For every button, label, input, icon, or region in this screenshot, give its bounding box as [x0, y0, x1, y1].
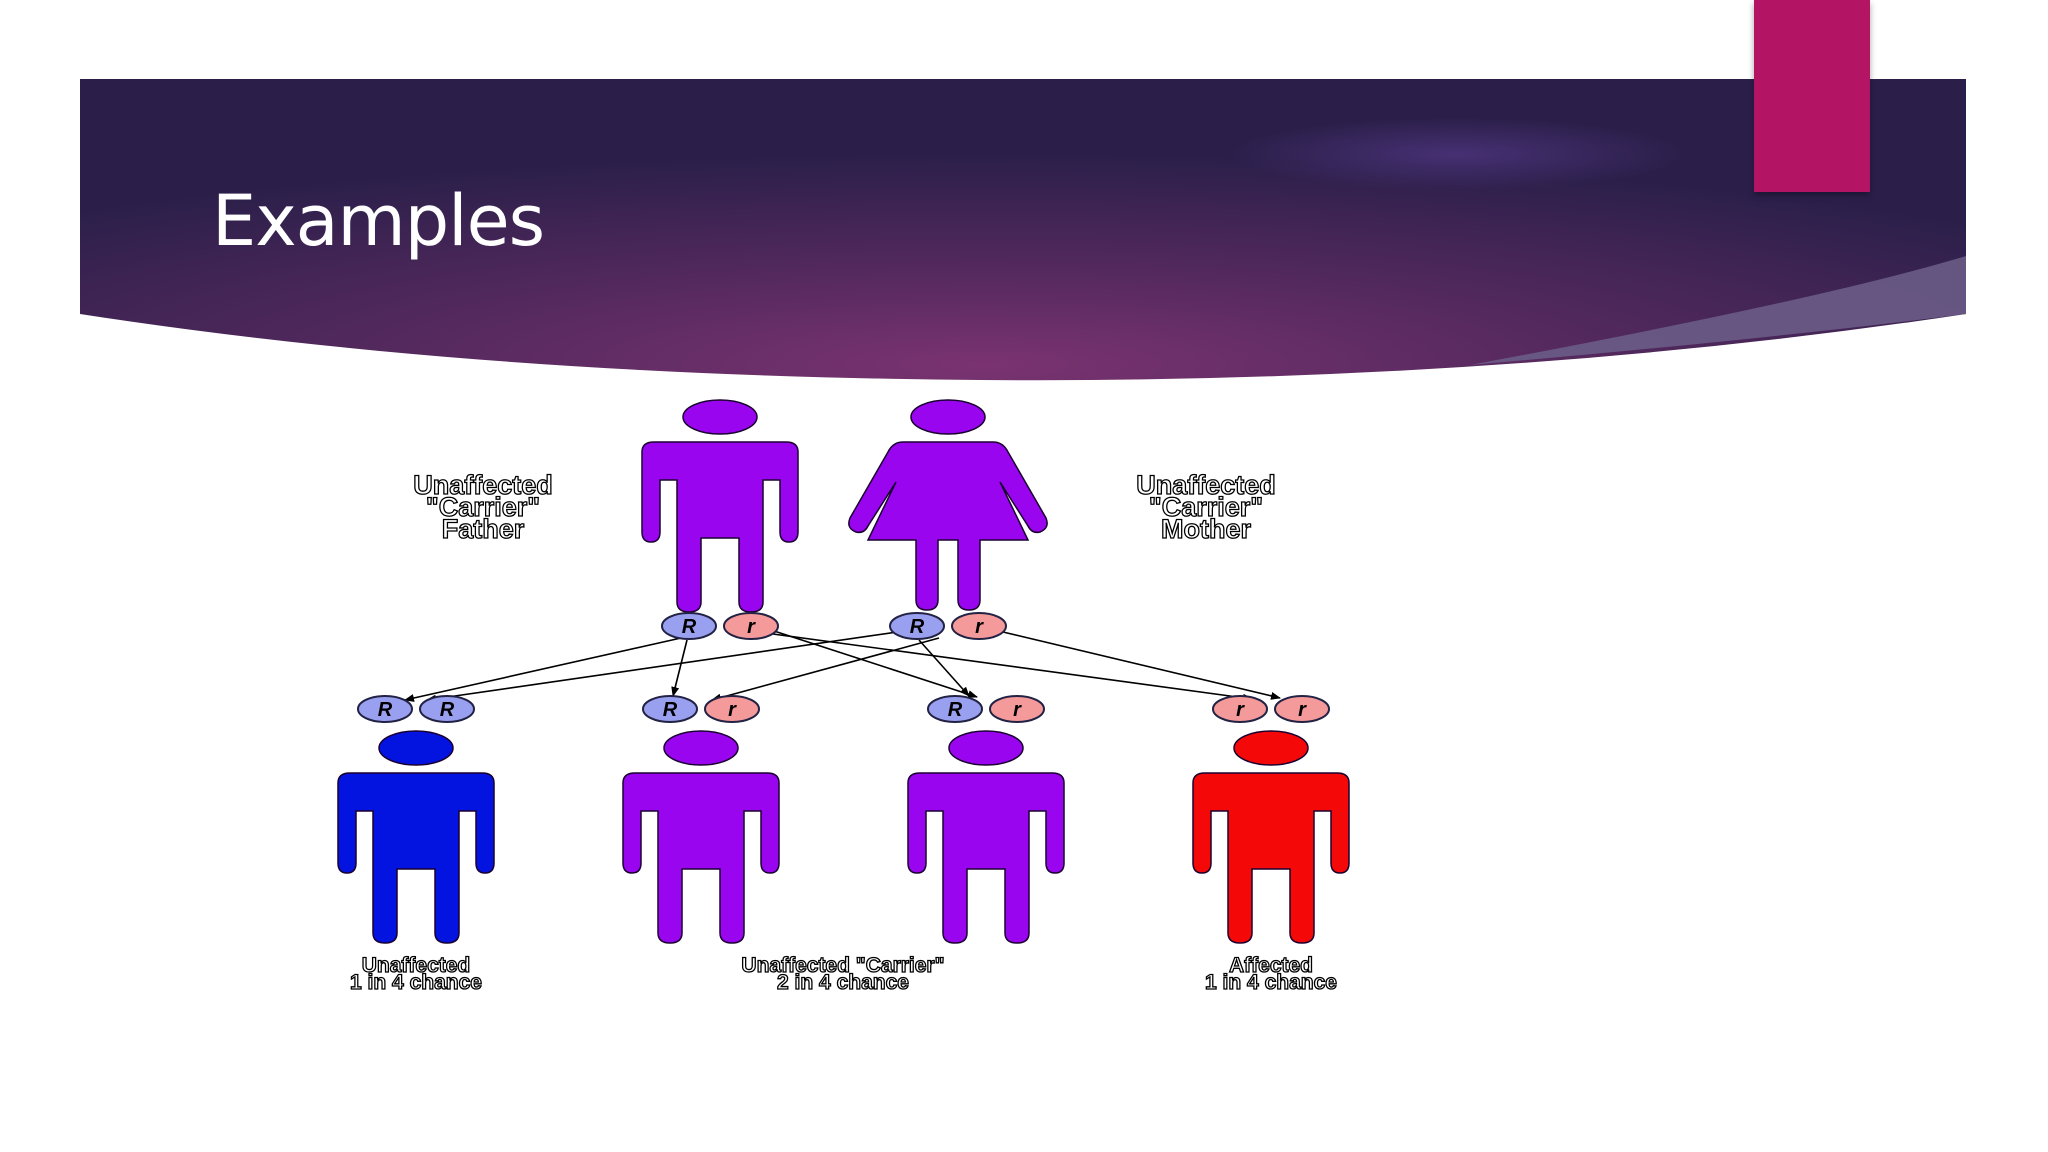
outcome-label-affected-line: 1 in 4 chance — [1205, 971, 1337, 994]
outcome-label-unaffected-line: 1 in 4 chance — [350, 971, 482, 994]
outcome-label-affected-line: Affected — [1229, 954, 1313, 977]
outcome-label-carrier-line: Unaffected "Carrier" — [741, 954, 944, 977]
outcome-label-carrier: Unaffected "Carrier"2 in 4 chance — [741, 953, 945, 994]
mother-figure — [848, 399, 1048, 611]
mother-label: Unaffected"Carrier"Mother — [1136, 469, 1277, 544]
child-2-allele-2: r — [704, 695, 760, 723]
inheritance-arrow — [404, 637, 682, 702]
father-allele-2: r — [723, 612, 779, 640]
allele-letter: R — [682, 616, 697, 638]
inheritance-arrow — [711, 637, 940, 702]
inheritance-arrow — [671, 639, 688, 697]
outcome-label-unaffected-line: Unaffected — [362, 954, 471, 977]
allele-letter: R — [948, 699, 963, 721]
inheritance-arrow — [918, 639, 970, 697]
slide-title: Examples — [212, 180, 545, 262]
child-figure-1 — [337, 730, 495, 944]
allele-letter: R — [440, 699, 455, 721]
child-3-allele-1: R — [927, 695, 983, 723]
allele-letter: r — [747, 616, 756, 638]
accent-tab — [1754, 0, 1870, 192]
child-figure-4 — [1192, 730, 1350, 944]
inheritance-arrow — [426, 631, 898, 703]
inheritance-arrow — [772, 633, 1253, 702]
inheritance-arrow — [1002, 631, 1281, 700]
child-figure-3 — [907, 730, 1065, 944]
mother-label-line: Unaffected — [1136, 470, 1276, 500]
allele-letter: R — [378, 699, 393, 721]
allele-letter: r — [728, 699, 737, 721]
father-label-line: Father — [442, 514, 525, 544]
child-4-allele-1: r — [1212, 695, 1268, 723]
father-label-line: "Carrier" — [426, 492, 540, 522]
father-label: Unaffected"Carrier"Father — [413, 469, 554, 544]
father-allele-1: R — [661, 612, 717, 640]
mother-allele-2: r — [951, 612, 1007, 640]
inheritance-arrow — [770, 629, 978, 699]
figures-layer — [337, 399, 1350, 944]
outcome-label-carrier-line: 2 in 4 chance — [777, 971, 909, 994]
allele-letter: R — [663, 699, 678, 721]
mother-label-line: "Carrier" — [1149, 492, 1263, 522]
mother-allele-1: R — [889, 612, 945, 640]
mother-label-line: Mother — [1161, 514, 1251, 544]
father-label-line: Unaffected — [413, 470, 553, 500]
child-4-allele-2: r — [1274, 695, 1330, 723]
child-figure-2 — [622, 730, 780, 944]
allele-letter: r — [1298, 699, 1307, 721]
allele-letter: r — [1013, 699, 1022, 721]
child-2-allele-1: R — [642, 695, 698, 723]
labels-layer: Unaffected"Carrier"FatherUnaffected"Carr… — [349, 469, 1337, 994]
child-3-allele-2: r — [989, 695, 1045, 723]
allele-letter: r — [1236, 699, 1245, 721]
child-1-allele-1: R — [357, 695, 413, 723]
father-figure — [641, 399, 799, 613]
allele-letter: R — [910, 616, 925, 638]
inheritance-arrows — [404, 629, 1281, 703]
allele-letter: r — [975, 616, 984, 638]
child-1-allele-2: R — [419, 695, 475, 723]
